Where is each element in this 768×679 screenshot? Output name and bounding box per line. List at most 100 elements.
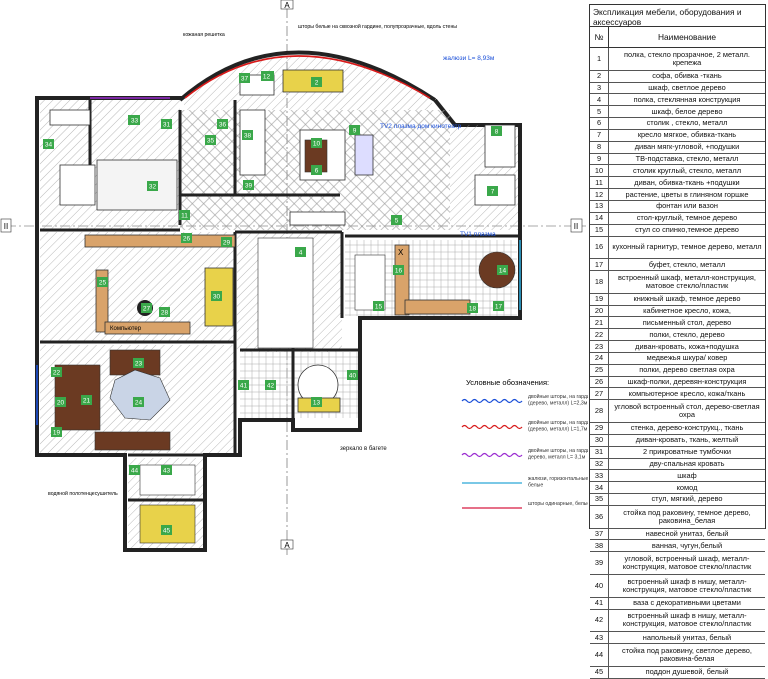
- svg-text:41: 41: [240, 383, 248, 390]
- note-computer: Компьютер: [110, 326, 142, 332]
- svg-text:жалюзи, горизонтальные,белые: жалюзи, горизонтальные,белые: [528, 476, 588, 489]
- spec-row-name: диван-кровать, ткань, желтый: [635, 435, 739, 445]
- spec-row-number: 11: [590, 177, 609, 189]
- spec-row-number: 19: [590, 293, 609, 305]
- svg-text:двойные шторы, на гардине(дере: двойные шторы, на гардине(дерево, металл…: [528, 393, 588, 407]
- item-tag-37: 37: [239, 73, 250, 83]
- spec-row-name: буфет, стекло, металл: [648, 259, 726, 269]
- note-radiator-top: кожаная решетка: [183, 32, 225, 38]
- spec-row-number: 8: [590, 141, 609, 153]
- item-tag-42: 42: [265, 380, 276, 390]
- item-tag-7: 7: [487, 186, 498, 196]
- item-tag-26: 26: [181, 233, 192, 243]
- legend-title: Условные обозначения:: [466, 378, 549, 387]
- spec-row-name: письменный стол, дерево: [642, 317, 732, 327]
- spec-row-name: угловой встроенный стол, дерево-светлая …: [614, 402, 760, 420]
- svg-text:13: 13: [313, 400, 321, 407]
- svg-text:29: 29: [223, 240, 231, 247]
- spec-row-number: 12: [590, 189, 609, 200]
- item-tag-12: 12: [261, 71, 272, 81]
- svg-text:44: 44: [131, 468, 139, 475]
- svg-text:30: 30: [213, 294, 221, 301]
- spec-header-number: №: [590, 27, 609, 47]
- note-curtains-top: шторы белые на сквозной гардине, полупро…: [298, 23, 457, 30]
- item-tag-35: 35: [205, 135, 216, 145]
- spec-row-number: 35: [590, 494, 609, 505]
- svg-text:37: 37: [241, 76, 249, 83]
- spec-row-name: полки, стекло, дерево: [649, 329, 725, 339]
- spec-row: 30 диван-кровать, ткань, желтый: [590, 434, 765, 447]
- svg-text:12: 12: [263, 74, 271, 81]
- spec-row-number: 16: [590, 236, 609, 259]
- spec-row-name: кресло мягкое, обивка-ткань: [637, 130, 737, 140]
- spec-row-name: встроенный шкаф в нишу, металл-конструкц…: [622, 576, 752, 594]
- spec-row-number: 39: [590, 552, 609, 574]
- spec-row-number: 45: [590, 666, 609, 678]
- spec-row-name: шкаф-полки, деревян-конструкция: [627, 377, 747, 387]
- spec-row-name: стул, мягкий, дерево: [651, 494, 723, 504]
- legend-item: жалюзи, горизонтальные,белые: [462, 476, 588, 489]
- spec-row: 45 поддон душевой, белый: [590, 666, 765, 679]
- item-tag-43: 43: [161, 465, 172, 475]
- spec-row: 17 буфет, стекло, металл: [590, 259, 765, 272]
- axis-left-label: II: [4, 222, 8, 231]
- item-tag-20: 20: [55, 397, 66, 407]
- item-tag-13: 13: [311, 397, 322, 407]
- svg-text:10: 10: [313, 141, 321, 148]
- item-tag-34: 34: [43, 139, 54, 149]
- furniture-specification-table: Экспликация мебели, оборудования и аксес…: [589, 4, 766, 679]
- svg-text:19: 19: [53, 430, 61, 437]
- building-walls: [35, 50, 522, 552]
- spec-row-name: встроенный шкаф, металл-конструкция, мат…: [618, 272, 756, 290]
- svg-text:33: 33: [131, 118, 139, 125]
- legend-item: двойные шторы, на гардине,(дерево, метал…: [461, 419, 588, 433]
- curtains: [36, 55, 521, 425]
- item-tag-44: 44: [129, 465, 140, 475]
- svg-text:16: 16: [395, 268, 403, 275]
- svg-text:17: 17: [495, 304, 503, 311]
- spec-row-name: кабинетное кресло, кожа,: [643, 305, 731, 315]
- svg-text:25: 25: [99, 280, 107, 287]
- spec-header-name: Наименование: [657, 32, 717, 42]
- spec-row-number: 17: [590, 259, 609, 271]
- spec-row-name: полка, стеклянная конструкция: [633, 94, 741, 104]
- item-tag-4: 4: [295, 247, 306, 257]
- spec-row-number: 9: [590, 153, 609, 165]
- item-tag-25: 25: [97, 277, 108, 287]
- spec-row-name: комод: [676, 482, 698, 492]
- svg-text:14: 14: [499, 268, 507, 275]
- spec-row-name: диван мягк-угловой, +подушки: [634, 142, 740, 152]
- spec-row-number: 26: [590, 376, 609, 388]
- axis-markers: A A II II: [0, 0, 583, 550]
- note-coord: X: [398, 248, 404, 257]
- spec-row-number: 32: [590, 458, 609, 470]
- svg-text:24: 24: [135, 400, 143, 407]
- svg-text:22: 22: [53, 370, 61, 377]
- svg-text:21: 21: [83, 398, 91, 405]
- spec-row-number: 31: [590, 446, 609, 458]
- item-tag-33: 33: [129, 115, 140, 125]
- item-tag-21: 21: [81, 395, 92, 405]
- spec-row-number: 30: [590, 434, 609, 446]
- spec-row-name: поддон душевой, белый: [645, 667, 729, 677]
- svg-text:8: 8: [495, 129, 499, 136]
- bathtub-38: [239, 109, 266, 176]
- spec-row-number: 15: [590, 224, 609, 236]
- spec-row-name: стойка под раковину, светлое дерево, рак…: [622, 645, 752, 663]
- item-tag-24: 24: [133, 397, 144, 407]
